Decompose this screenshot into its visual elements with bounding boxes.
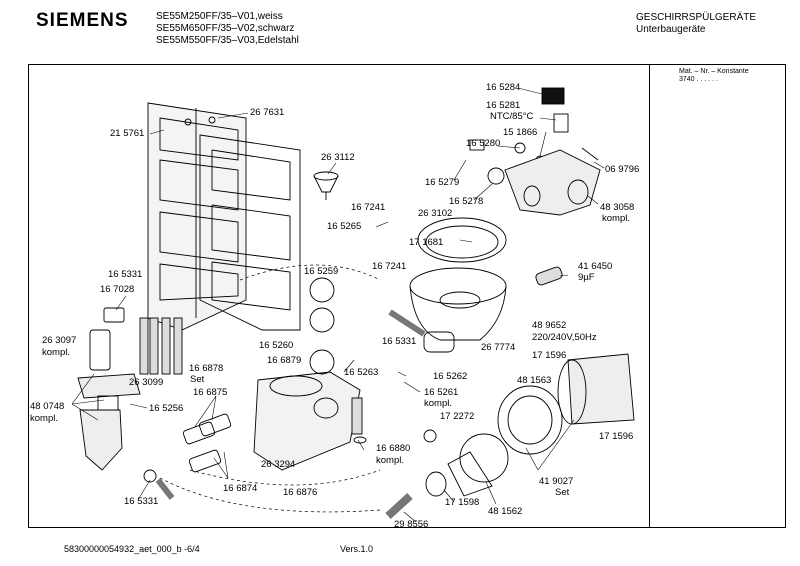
part-label: 15 1866 <box>503 127 538 138</box>
part-label: 220/240V,50Hz <box>532 332 597 343</box>
part-label: Set <box>190 374 205 385</box>
part-label: 16 5278 <box>449 196 484 207</box>
part-label: 16 5331 <box>108 269 143 280</box>
part-label: 16 5261 <box>424 387 459 398</box>
part-label: 16 5331 <box>382 336 417 347</box>
part-label: 48 3058 <box>600 202 635 213</box>
part-label: 16 5259 <box>304 266 339 277</box>
material-note: Mat. – Nr. – Konstante 3740 . . . . . . <box>679 68 749 84</box>
part-label: 48 1563 <box>517 375 552 386</box>
part-label: 17 1596 <box>599 431 634 442</box>
part-label: 48 9652 <box>532 320 567 331</box>
hose-routing-lines <box>159 264 381 513</box>
model-list: SE55M250FF/35–V01,weiss SE55M650FF/35–V0… <box>156 11 299 47</box>
part-label: 16 6874 <box>223 483 258 494</box>
part-label: 16 5279 <box>425 177 460 188</box>
part-label: 16 5262 <box>433 371 468 382</box>
part-label: 26 3099 <box>129 377 164 388</box>
part-label: 16 5331 <box>124 496 159 507</box>
part-label: 21 5761 <box>110 128 145 139</box>
part-label: 16 6878 <box>189 363 224 374</box>
material-note-line: Mat. – Nr. – Konstante <box>679 68 749 75</box>
part-label: 26 3294 <box>261 459 296 470</box>
part-label: 16 5263 <box>344 367 379 378</box>
part-label: 17 1596 <box>532 350 567 361</box>
part-label: 16 6880 <box>376 443 411 454</box>
inlet-valves <box>182 413 232 473</box>
part-label: kompl. <box>424 398 452 409</box>
part-label: 17 1598 <box>445 497 480 508</box>
part-label: 17 1681 <box>409 237 444 248</box>
part-label: NTC/85°C <box>490 111 534 122</box>
drawing-frame <box>28 64 786 528</box>
part-label: 41 6450 <box>578 261 613 272</box>
part-label: 16 5281 <box>486 100 521 111</box>
part-label: kompl. <box>602 213 630 224</box>
part-label: 26 7774 <box>481 342 516 353</box>
leader-lines <box>71 87 605 523</box>
capacitor <box>535 266 563 286</box>
model-line: SE55M650FF/35–V02,schwarz <box>156 23 295 34</box>
part-label: 26 7631 <box>250 107 285 118</box>
part-label: kompl. <box>376 455 404 466</box>
part-label: 16 5256 <box>149 403 184 414</box>
part-label: 16 6875 <box>193 387 228 398</box>
part-label: 41 9027 <box>539 476 574 487</box>
circulation-pump <box>385 353 635 519</box>
part-label: 16 6876 <box>283 487 318 498</box>
part-label: 06 9796 <box>605 164 640 175</box>
part-label: 26 3102 <box>418 208 453 219</box>
funnel-part <box>313 171 339 200</box>
part-label: 26 3112 <box>321 152 355 163</box>
category-block: GESCHIRRSPÜLGERÄTE Unterbaugeräte <box>636 12 756 36</box>
part-label: 48 0748 <box>30 401 65 412</box>
category-title: GESCHIRRSPÜLGERÄTE <box>636 12 757 23</box>
part-label: kompl. <box>42 347 70 358</box>
part-label: 16 5284 <box>486 82 521 93</box>
insulation-panel <box>147 102 301 331</box>
model-line: SE55M250FF/35–V01,weiss <box>156 11 283 22</box>
part-label: 16 7241 <box>372 261 407 272</box>
part-label: 16 5260 <box>259 340 294 351</box>
part-label: 17 2272 <box>440 411 475 422</box>
part-label: 9µF <box>578 272 595 283</box>
version-label: Vers.1.0 <box>340 544 374 554</box>
part-label: 16 7241 <box>351 202 386 213</box>
heater-pump-valve-assembly <box>469 87 601 216</box>
siemens-logo: SIEMENS <box>36 10 129 31</box>
sump-housing <box>388 217 507 353</box>
part-label: 26 3097 <box>42 335 77 346</box>
part-label: 16 5265 <box>327 221 362 232</box>
category-subtitle: Unterbaugeräte <box>636 24 706 35</box>
water-softener-tank <box>253 277 367 471</box>
part-label: kompl. <box>30 413 58 424</box>
part-label: 16 6879 <box>267 355 302 366</box>
part-label: 48 1562 <box>488 506 523 517</box>
part-label: Set <box>555 487 570 498</box>
model-line: SE55M550FF/35–V03,Edelstahl <box>156 35 299 46</box>
left-fittings <box>77 307 183 500</box>
document-id: 58300000054932_aet_000_b -6/4 <box>64 544 200 554</box>
part-label: 29 8556 <box>394 519 429 530</box>
side-column <box>649 64 786 528</box>
part-label: 16 7028 <box>100 284 135 295</box>
material-note-line: 3740 . . . . . . <box>679 76 718 83</box>
part-label: 16 5280 <box>466 138 501 149</box>
